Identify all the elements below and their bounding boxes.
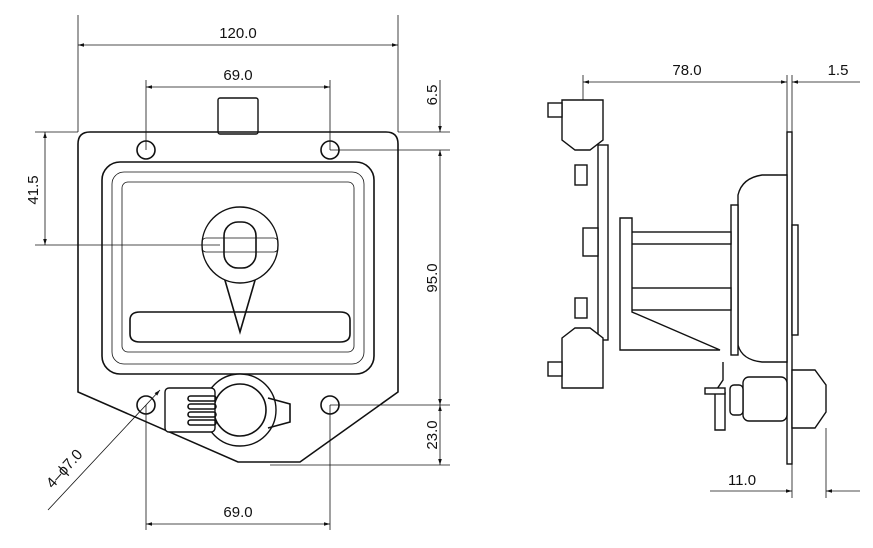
side-bracket <box>619 217 721 351</box>
side-rod-end-bottom <box>561 327 604 389</box>
side-view <box>547 99 827 465</box>
side-lock-body <box>742 376 788 422</box>
side-shaft-upper <box>627 231 732 245</box>
latch-cover <box>164 387 216 433</box>
lock-tab <box>267 397 291 429</box>
t-handle-bar <box>129 311 351 343</box>
side-rod-end-top <box>561 99 604 151</box>
dim-lock-projection: 11.0 <box>728 472 756 489</box>
side-handle-face <box>791 224 799 336</box>
side-nut-upper <box>574 164 588 186</box>
dim-bottom-hole-spacing: 69.0 <box>223 504 252 521</box>
side-lock-face <box>791 369 827 429</box>
side-lock-pin <box>704 387 726 395</box>
side-recess-pan <box>737 174 788 363</box>
side-lock-bracket <box>714 362 726 431</box>
side-shaft-lower <box>627 287 732 311</box>
dim-bottom-offset: 23.0 <box>424 420 441 449</box>
side-center-nut <box>582 227 599 257</box>
front-view <box>77 97 399 463</box>
dim-hole-vertical-spacing: 95.0 <box>424 263 441 292</box>
mounting-plate <box>77 131 399 463</box>
dim-top-hole-spacing: 69.0 <box>223 67 252 84</box>
dim-depth: 78.0 <box>672 62 701 79</box>
dim-plate-thickness: 1.5 <box>828 62 849 79</box>
side-back-plate <box>730 204 739 356</box>
dim-overall-width: 120.0 <box>219 25 257 42</box>
side-lock-nut <box>729 384 744 416</box>
side-cam-plate <box>597 144 609 341</box>
side-bolt-bottom <box>547 361 563 377</box>
dim-handle-center-height: 41.5 <box>25 175 42 204</box>
dim-top-offset: 6.5 <box>424 85 441 106</box>
dim-hole-callout: 4–ϕ7.0 <box>43 446 86 492</box>
latch-grip-slots <box>187 395 217 426</box>
recess-floor <box>121 181 355 353</box>
handle-grip <box>223 221 257 269</box>
side-nut-lower <box>574 297 588 319</box>
side-plate <box>786 131 793 465</box>
side-dimensions: 78.0 1.5 11.0 <box>582 62 860 498</box>
recess-inner <box>111 171 365 365</box>
lock-stub-top <box>217 97 259 135</box>
side-bolt-top <box>547 102 563 118</box>
